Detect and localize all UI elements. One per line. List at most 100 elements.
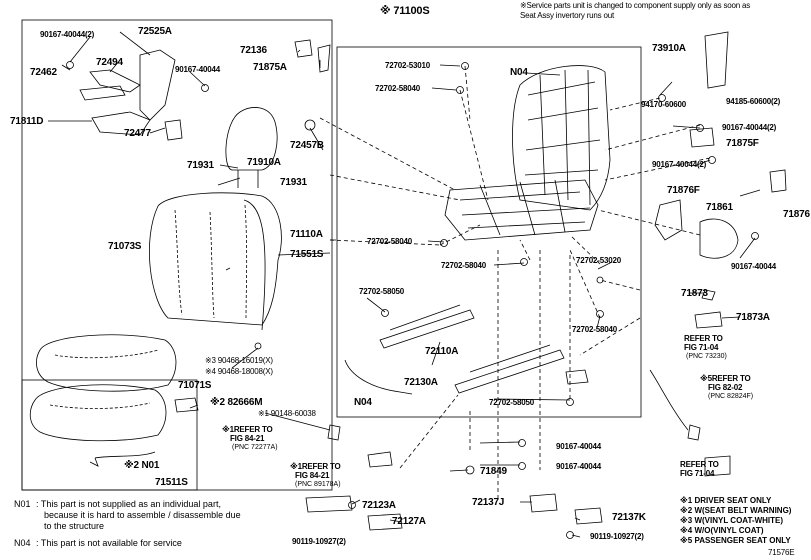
part-label[interactable]: ※4 90468-18008(X) [205, 367, 273, 376]
refer-to-pnc: (PNC 82824F) [708, 393, 754, 400]
part-label[interactable]: 90167-40044(2) [722, 123, 777, 132]
refer-to-fig[interactable]: FIG 71-04 [684, 343, 719, 352]
part-label[interactable]: ※2 N01 [124, 460, 160, 471]
service-note-line-2: Seat Assy invertory runs out [520, 11, 615, 20]
part-label[interactable]: 72494 [96, 57, 123, 68]
refer-to-label[interactable]: REFER TO [680, 460, 719, 469]
refer-to-pnc: (PNC 73230) [686, 353, 727, 360]
part-label[interactable]: 90119-10927(2) [590, 532, 644, 541]
main-assembly-label: ※ 71100S [380, 5, 430, 17]
refer-to-fig[interactable]: FIG 84-21 [230, 434, 265, 443]
part-label[interactable]: 94170-60600 [641, 100, 686, 109]
part-label[interactable]: 71875A [253, 62, 287, 73]
part-label[interactable]: 72127A [392, 516, 426, 527]
part-label[interactable]: 90167-40044 [556, 462, 601, 471]
part-label[interactable]: 71875F [726, 138, 759, 149]
note-n01-line-3: to the structure [44, 521, 105, 531]
refer-to-fig[interactable]: FIG 82-02 [708, 383, 743, 392]
part-label[interactable]: 71511S [155, 477, 188, 488]
refer-to-label[interactable]: ※5REFER TO [700, 374, 751, 383]
part-label[interactable]: 72136 [240, 45, 267, 56]
part-label[interactable]: 72702-58050 [359, 287, 404, 296]
part-label[interactable]: 72130A [404, 377, 438, 388]
part-label[interactable]: 90167-40044 [175, 65, 220, 74]
part-label[interactable]: 72462 [30, 67, 57, 78]
note-code-n01: N01 [14, 499, 31, 509]
part-label[interactable]: 71931 [187, 160, 214, 171]
belt-buckle-shape [704, 31, 729, 89]
part-label[interactable]: 73910A [652, 43, 686, 54]
seat-back-frame [512, 65, 611, 211]
part-label[interactable]: ※1 90148-60038 [258, 409, 316, 418]
note-code-n04: N04 [14, 538, 31, 548]
legend-item: ※3 W(VINYL COAT-WHITE) [680, 516, 784, 525]
service-note-line-1: ※Service parts unit is changed to compon… [520, 1, 751, 10]
refer-to-fig[interactable]: FIG 71-04 [680, 469, 715, 478]
part-label[interactable]: 72702-58040 [375, 84, 420, 93]
part-label[interactable]: 71876 [783, 209, 810, 220]
part-label[interactable]: 72137J [472, 497, 505, 508]
cushion-box [21, 379, 198, 491]
refer-to-pnc: (PNC 89178A) [295, 481, 341, 488]
part-label[interactable]: 72477 [124, 128, 151, 139]
refer-to-label[interactable]: ※1REFER TO [222, 425, 273, 434]
seat-cushion-pad [29, 384, 167, 442]
headrest-shape [225, 107, 278, 171]
note-n01-line-1: : This part is not supplied as an indivi… [36, 499, 221, 509]
part-label[interactable]: 71910A [247, 157, 281, 168]
part-label[interactable]: 72137K [612, 512, 646, 523]
legend-item: ※4 W/O(VINYL COAT) [680, 526, 764, 535]
part-label[interactable]: 71861 [706, 202, 733, 213]
part-label[interactable]: 90167-40044(2) [40, 30, 95, 39]
refer-to-fig[interactable]: FIG 84-21 [295, 471, 330, 480]
part-label[interactable]: ※2 82666M [210, 397, 263, 408]
part-label[interactable]: 71551S [290, 249, 324, 260]
part-label[interactable]: 72702-53010 [385, 61, 430, 70]
legend-item: ※2 W(SEAT BELT WARNING) [680, 506, 792, 515]
part-label[interactable]: ※3 90468-16019(X) [205, 356, 273, 365]
part-label[interactable]: 71849 [480, 466, 507, 477]
legend-item: ※1 DRIVER SEAT ONLY [680, 496, 772, 505]
rod-n04 [344, 359, 413, 395]
part-label[interactable]: 71931 [280, 177, 307, 188]
part-label[interactable]: 71071S [178, 380, 212, 391]
part-label[interactable]: 94185-60600(2) [726, 97, 781, 106]
part-label[interactable]: 90167-40044 [556, 442, 601, 451]
side-cover-shape [699, 218, 739, 259]
part-label[interactable]: 72702-53020 [576, 256, 621, 265]
figure-id: 71576E [768, 548, 795, 557]
seat-rail-right [454, 349, 565, 394]
note-n01-line-2: because it is hard to assemble / disasse… [44, 510, 241, 520]
part-label[interactable]: 71873A [736, 312, 770, 323]
part-label[interactable]: 72702-58050 [489, 398, 534, 407]
seat-frame-box [336, 46, 642, 418]
part-label[interactable]: N04 [354, 397, 372, 408]
part-label[interactable]: 90167-40044 [731, 262, 776, 271]
part-label[interactable]: 72110A [425, 346, 459, 357]
part-label[interactable]: 71073S [108, 241, 142, 252]
refer-to-pnc: (PNC 72277A) [232, 444, 278, 451]
seat-rail-left [379, 309, 475, 349]
part-label[interactable]: 72457B [290, 140, 324, 151]
part-label[interactable]: 72702-58040 [572, 325, 617, 334]
note-n04-line-1: : This part is not available for service [36, 538, 182, 548]
part-label[interactable]: N04 [510, 67, 528, 78]
part-label[interactable]: 71876F [667, 185, 700, 196]
legend-item: ※5 PASSENGER SEAT ONLY [680, 536, 791, 545]
part-label[interactable]: 72702-58040 [441, 261, 486, 270]
part-label[interactable]: 72702-58040 [367, 237, 412, 246]
refer-to-label[interactable]: REFER TO [684, 334, 723, 343]
seat-cushion-top [36, 334, 177, 392]
part-label[interactable]: 72123A [362, 500, 396, 511]
refer-to-label[interactable]: ※1REFER TO [290, 462, 341, 471]
part-label[interactable]: 71811D [10, 116, 44, 127]
part-label[interactable]: 71110A [290, 229, 323, 240]
part-label[interactable]: 72525A [138, 26, 172, 37]
part-label[interactable]: 90167-40044(2) [652, 160, 707, 169]
part-label[interactable]: 90119-10927(2) [292, 537, 346, 546]
seat-base-frame [444, 179, 599, 241]
part-label[interactable]: 71873 [681, 288, 708, 299]
seat-back-pad [149, 192, 282, 326]
